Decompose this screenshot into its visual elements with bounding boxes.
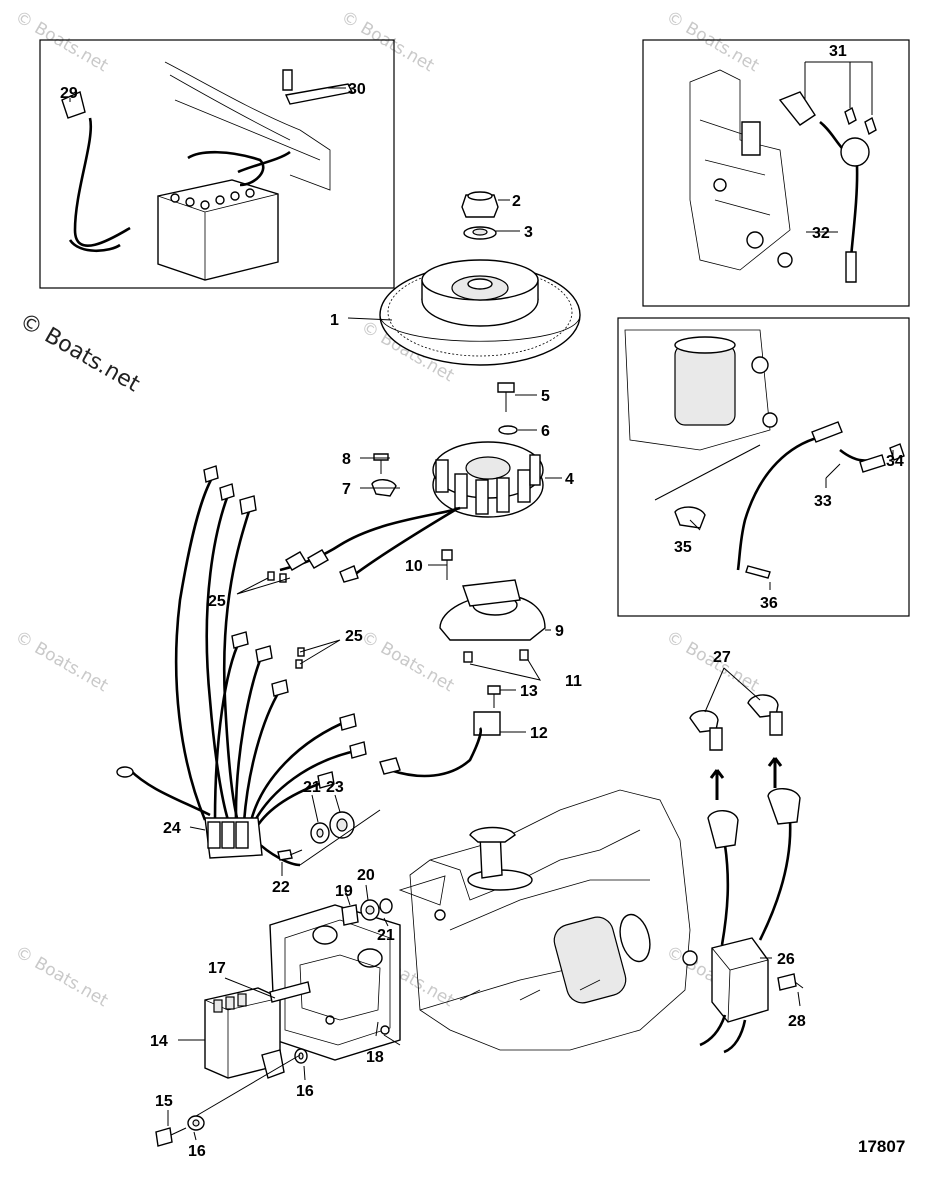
grommet-set xyxy=(299,809,381,866)
callout-14: 14 xyxy=(150,1033,168,1050)
starter-inset-drawing xyxy=(624,329,905,579)
watermark: © Boats.net xyxy=(358,627,458,696)
flywheel-nut xyxy=(461,191,499,218)
callout-8: 8 xyxy=(342,451,351,468)
callout-1: 1 xyxy=(330,312,339,329)
callout-25: 25 xyxy=(345,628,363,645)
callout-36: 36 xyxy=(760,595,778,612)
callout-15: 15 xyxy=(155,1093,173,1110)
battery-inset-drawing xyxy=(61,61,354,281)
watermark-layer: © Boats.net © Boats.net © Boats.net © Bo… xyxy=(12,7,763,1011)
callout-16: 16 xyxy=(188,1143,206,1160)
callout-21: 21 xyxy=(303,779,321,796)
callout-26: 26 xyxy=(777,951,795,968)
stator-screw xyxy=(497,382,518,435)
callout-10: 10 xyxy=(405,558,423,575)
callout-32: 32 xyxy=(812,225,830,242)
flywheel xyxy=(379,259,581,366)
callout-16: 16 xyxy=(296,1083,314,1100)
callout-25: 25 xyxy=(208,593,226,610)
callout-27: 27 xyxy=(713,649,731,666)
wiring-harness xyxy=(116,465,482,867)
watermark: © Boats.net xyxy=(12,7,112,76)
callout-9: 9 xyxy=(555,623,564,640)
callout-23: 23 xyxy=(326,779,344,796)
callout-6: 6 xyxy=(541,423,550,440)
sender-inset-box xyxy=(642,39,910,307)
callout-7: 7 xyxy=(342,481,351,498)
sender-inset-drawing xyxy=(689,61,877,283)
callout-12: 12 xyxy=(530,725,548,742)
stator xyxy=(432,441,544,518)
callout-30: 30 xyxy=(348,81,366,98)
callout-33: 33 xyxy=(814,493,832,510)
callout-2: 2 xyxy=(512,193,521,210)
callout-31: 31 xyxy=(829,43,847,60)
callout-labels: 1 2 3 4 5 6 7 8 9 10 11 12 13 14 15 16 1… xyxy=(60,43,904,1160)
trigger-plate xyxy=(439,549,546,663)
callout-35: 35 xyxy=(674,539,692,556)
callout-19: 19 xyxy=(335,883,353,900)
watermark: © Boats.net xyxy=(12,942,112,1011)
leader-lines xyxy=(69,87,894,1141)
brand-watermark: © Boats.net xyxy=(15,309,144,398)
callout-29: 29 xyxy=(60,85,78,102)
callout-34: 34 xyxy=(886,453,904,470)
starter-inset-box xyxy=(617,317,910,617)
callout-28: 28 xyxy=(788,1013,806,1030)
flywheel-washer xyxy=(463,226,497,240)
callout-13: 13 xyxy=(520,683,538,700)
callout-24: 24 xyxy=(163,820,181,837)
callout-21: 21 xyxy=(377,927,395,944)
cdi-module xyxy=(204,981,311,1079)
pickup-sensor xyxy=(473,685,501,736)
figure-number: 17807 xyxy=(858,1137,905,1156)
battery-inset-box xyxy=(39,39,395,289)
callout-17: 17 xyxy=(208,960,226,977)
powerhead-block xyxy=(398,789,698,1051)
callout-3: 3 xyxy=(524,224,533,241)
callout-18: 18 xyxy=(366,1049,384,1066)
callout-22: 22 xyxy=(272,879,290,896)
callout-20: 20 xyxy=(357,867,375,884)
callout-11: 11 xyxy=(565,673,582,690)
callout-5: 5 xyxy=(541,388,550,405)
harness-screw xyxy=(277,849,303,861)
cdi-screw xyxy=(155,1054,301,1147)
cdi-washer-upper xyxy=(294,1048,308,1064)
clamp-screw xyxy=(371,453,397,497)
watermark: © Boats.net xyxy=(338,7,438,76)
watermark: © Boats.net xyxy=(663,7,763,76)
bushing-set xyxy=(341,898,393,926)
callout-4: 4 xyxy=(565,471,574,488)
cdi-washer-lower xyxy=(187,1115,205,1131)
ignition-coil xyxy=(689,694,804,1054)
watermark: © Boats.net xyxy=(12,627,112,696)
